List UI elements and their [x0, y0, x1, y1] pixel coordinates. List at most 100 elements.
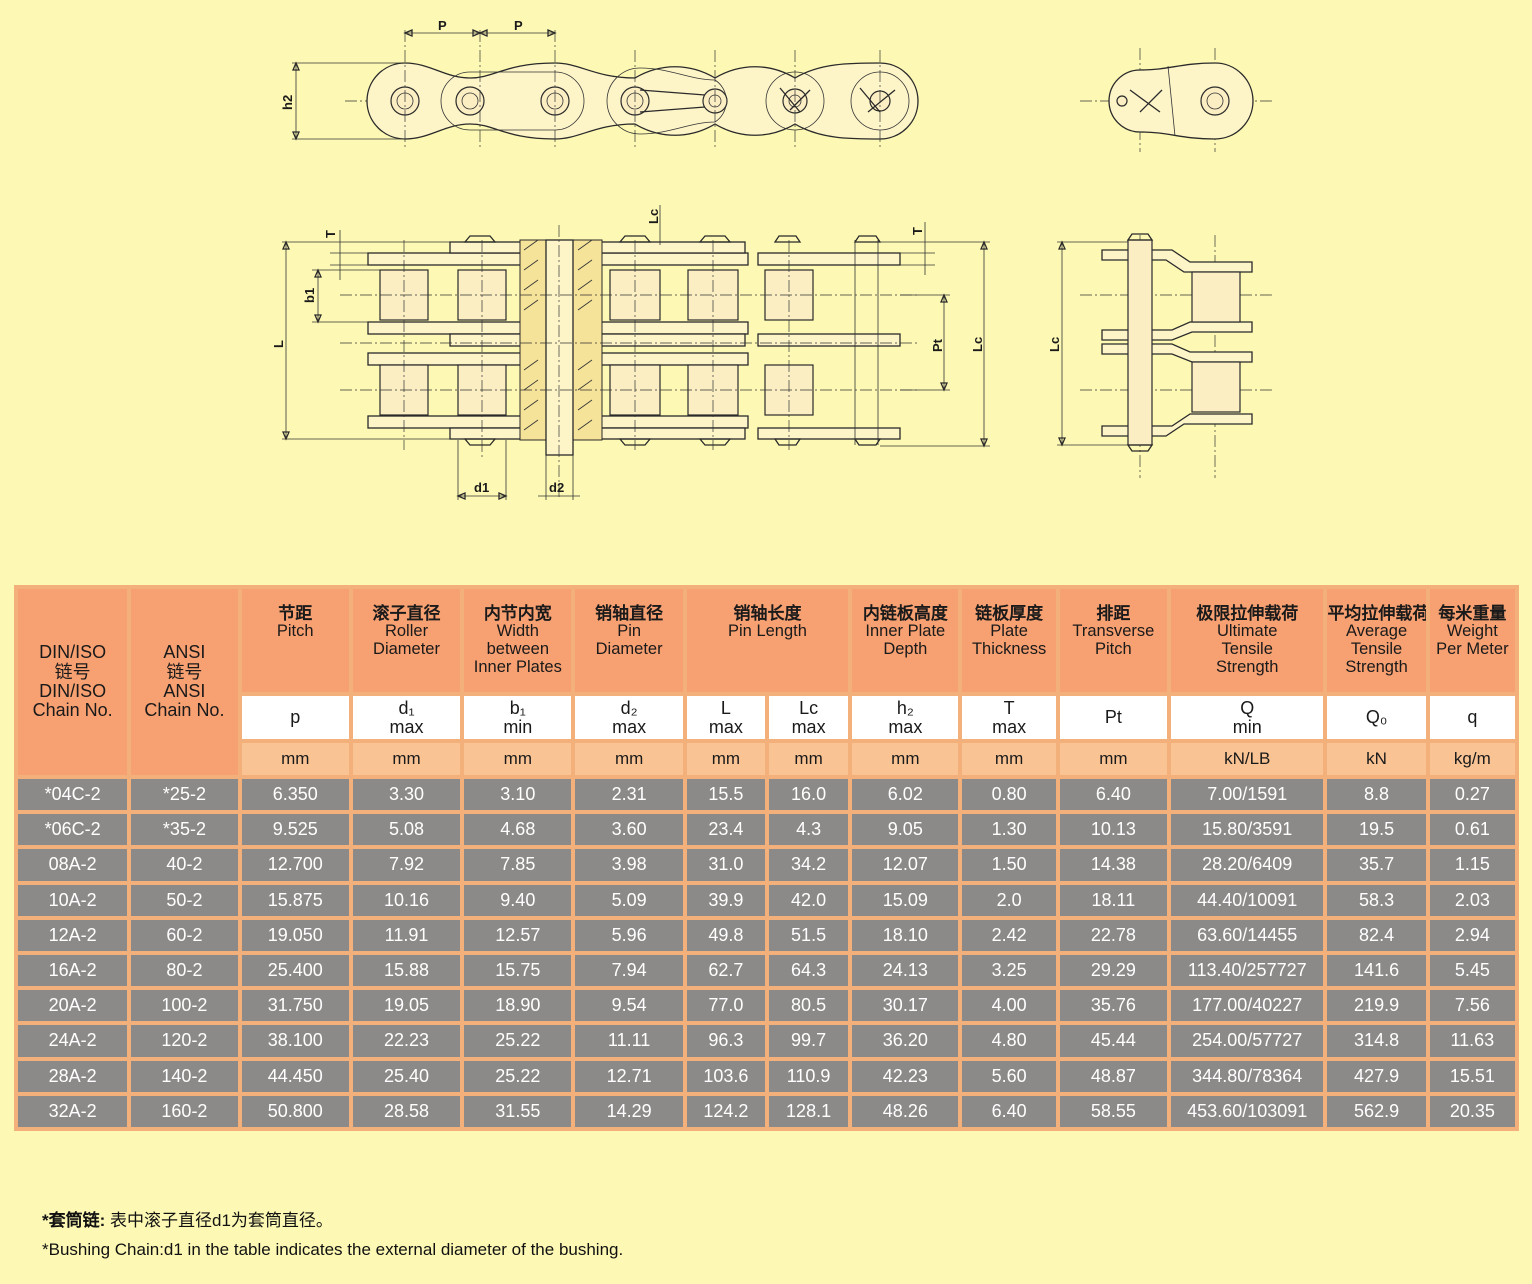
table-cell: 28.20/6409	[1171, 849, 1324, 881]
header-din-zh1: DIN/ISO	[39, 642, 107, 663]
table-cell: 2.0	[962, 884, 1056, 916]
table-cell: 24.13	[852, 954, 959, 987]
table-cell: 7.00/1591	[1171, 779, 1324, 811]
table-cell: 14.29	[575, 1095, 683, 1127]
footnote-zh-label: *套筒链:	[42, 1211, 106, 1230]
table-cell: 28A-2	[18, 1060, 128, 1092]
symbol-T-text: T	[1003, 697, 1015, 718]
symbol-Q0-text: Q₀	[1365, 707, 1388, 728]
T-label-left: T	[323, 230, 338, 238]
table-cell: *35-2	[131, 814, 238, 846]
table-cell: 9.05	[852, 814, 959, 846]
table-cell: 82.4	[1327, 919, 1426, 951]
table-cell: 15.75	[464, 954, 572, 987]
unit-h2: mm	[852, 743, 959, 775]
header-pindia-en1: Pin	[617, 622, 642, 641]
table-cell: 63.60/14455	[1171, 919, 1324, 951]
table-cell: 38.100	[241, 1025, 349, 1057]
table-cell: 35.76	[1059, 990, 1168, 1022]
symbol-d2-sub: max	[612, 716, 647, 737]
table-cell: *25-2	[131, 779, 238, 811]
table-cell: 453.60/103091	[1171, 1095, 1324, 1127]
table-cell: 140-2	[131, 1060, 238, 1092]
table-cell: 22.23	[352, 1025, 461, 1057]
T-label-right: T	[910, 227, 925, 235]
header-avg-en1: Average	[1345, 622, 1408, 641]
header-weight-en2: Per Meter	[1436, 640, 1509, 659]
table-cell: 124.2	[686, 1095, 765, 1127]
chain-spec-table: DIN/ISO 链号 DIN/ISO Chain No. ANSI 链号 ANS…	[14, 585, 1519, 1131]
symbol-d1-text: d₁	[398, 697, 415, 718]
header-width-zh: 内节内宽	[483, 604, 552, 623]
table-cell: 7.92	[352, 849, 461, 881]
chain-end-view-top	[1080, 48, 1275, 152]
table-cell: 1.50	[962, 849, 1056, 881]
header-ult-zh: 极限拉伸载荷	[1196, 604, 1299, 623]
unit-d1: mm	[352, 743, 461, 775]
table-cell: 50.800	[241, 1095, 349, 1127]
header-ansi-zh2: 链号	[166, 661, 203, 682]
table-cell: 1.30	[962, 814, 1056, 846]
d1-label: d1	[474, 480, 489, 495]
symbol-b1-sub: min	[503, 716, 533, 737]
header-ansi-en1: ANSI	[163, 681, 206, 701]
table-cell: 562.9	[1327, 1095, 1426, 1127]
table-cell: 23.4	[686, 814, 765, 846]
table-cell: *06C-2	[18, 814, 128, 846]
table-cell: 160-2	[131, 1095, 238, 1127]
symbol-h2-sub: max	[888, 716, 923, 737]
header-pitch-zh: 节距	[278, 604, 313, 623]
symbol-p: p	[241, 696, 349, 739]
table-cell: 80-2	[131, 954, 238, 987]
Lc-label-end: Lc	[1047, 337, 1062, 352]
table-cell: 8.8	[1327, 779, 1426, 811]
table-cell: 3.30	[352, 779, 461, 811]
symbol-p-text: p	[290, 707, 301, 728]
header-ansi-zh1: ANSI	[163, 642, 206, 663]
table-cell: 16.0	[768, 779, 849, 811]
table-cell: 7.85	[464, 849, 572, 881]
chain-technical-drawings: P P h2	[271, 18, 1275, 500]
table-cell: 48.26	[852, 1095, 959, 1127]
header-trans-zh: 排距	[1096, 604, 1131, 623]
table-cell: 3.10	[464, 779, 572, 811]
table-cell: 15.51	[1429, 1060, 1515, 1092]
table-cell: 25.400	[241, 954, 349, 987]
table-cell: 6.40	[1059, 779, 1168, 811]
table-cell: 15.875	[241, 884, 349, 916]
table-cell: 427.9	[1327, 1060, 1426, 1092]
table-cell: 18.11	[1059, 884, 1168, 916]
table-cell: 110.9	[768, 1060, 849, 1092]
table-cell: 50-2	[131, 884, 238, 916]
table-cell: 9.525	[241, 814, 349, 846]
table-cell: 28.58	[352, 1095, 461, 1127]
table-cell: 19.05	[352, 990, 461, 1022]
table-cell: 51.5	[768, 919, 849, 951]
Lc-label-top: Lc	[646, 209, 661, 224]
d2-label: d2	[549, 480, 564, 495]
table-cell: 49.8	[686, 919, 765, 951]
table-cell: 15.80/3591	[1171, 814, 1324, 846]
unit-L: mm	[686, 743, 765, 775]
header-pindia-zh: 销轴直径	[595, 604, 664, 623]
header-din-chain-no: DIN/ISO 链号 DIN/ISO Chain No.	[18, 589, 128, 775]
table-cell: 40-2	[131, 849, 238, 881]
table-cell: 12A-2	[18, 919, 128, 951]
header-depth-zh: 内链板高度	[862, 604, 948, 623]
table-cell: 4.00	[962, 990, 1056, 1022]
header-ult-en1: Ultimate	[1216, 622, 1278, 641]
table-cell: 15.88	[352, 954, 461, 987]
